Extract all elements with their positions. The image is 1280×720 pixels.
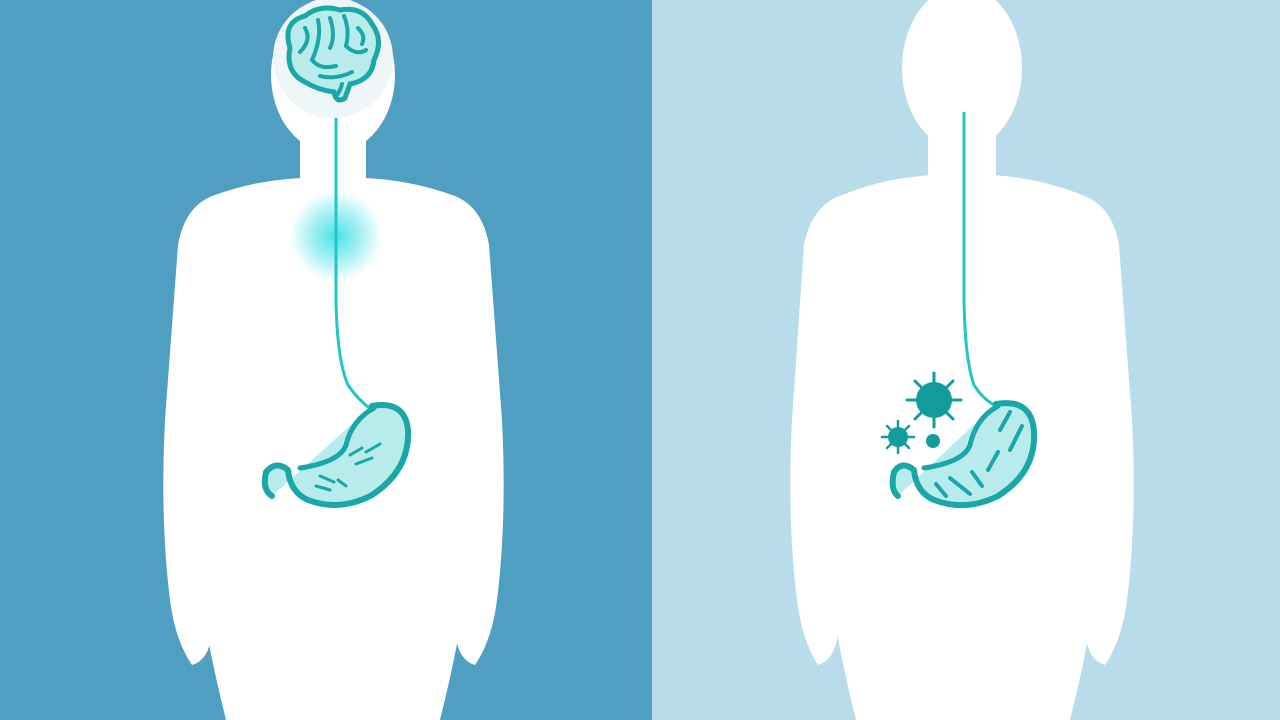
vagus-nerve-line [962,112,995,407]
stomach-icon [261,402,412,508]
bacteria-icon [880,371,963,455]
stomach-icon [889,400,1038,509]
brain-icon [273,0,393,118]
vagus-nerve-line [334,98,373,412]
right-human-silhouette [790,0,1134,720]
